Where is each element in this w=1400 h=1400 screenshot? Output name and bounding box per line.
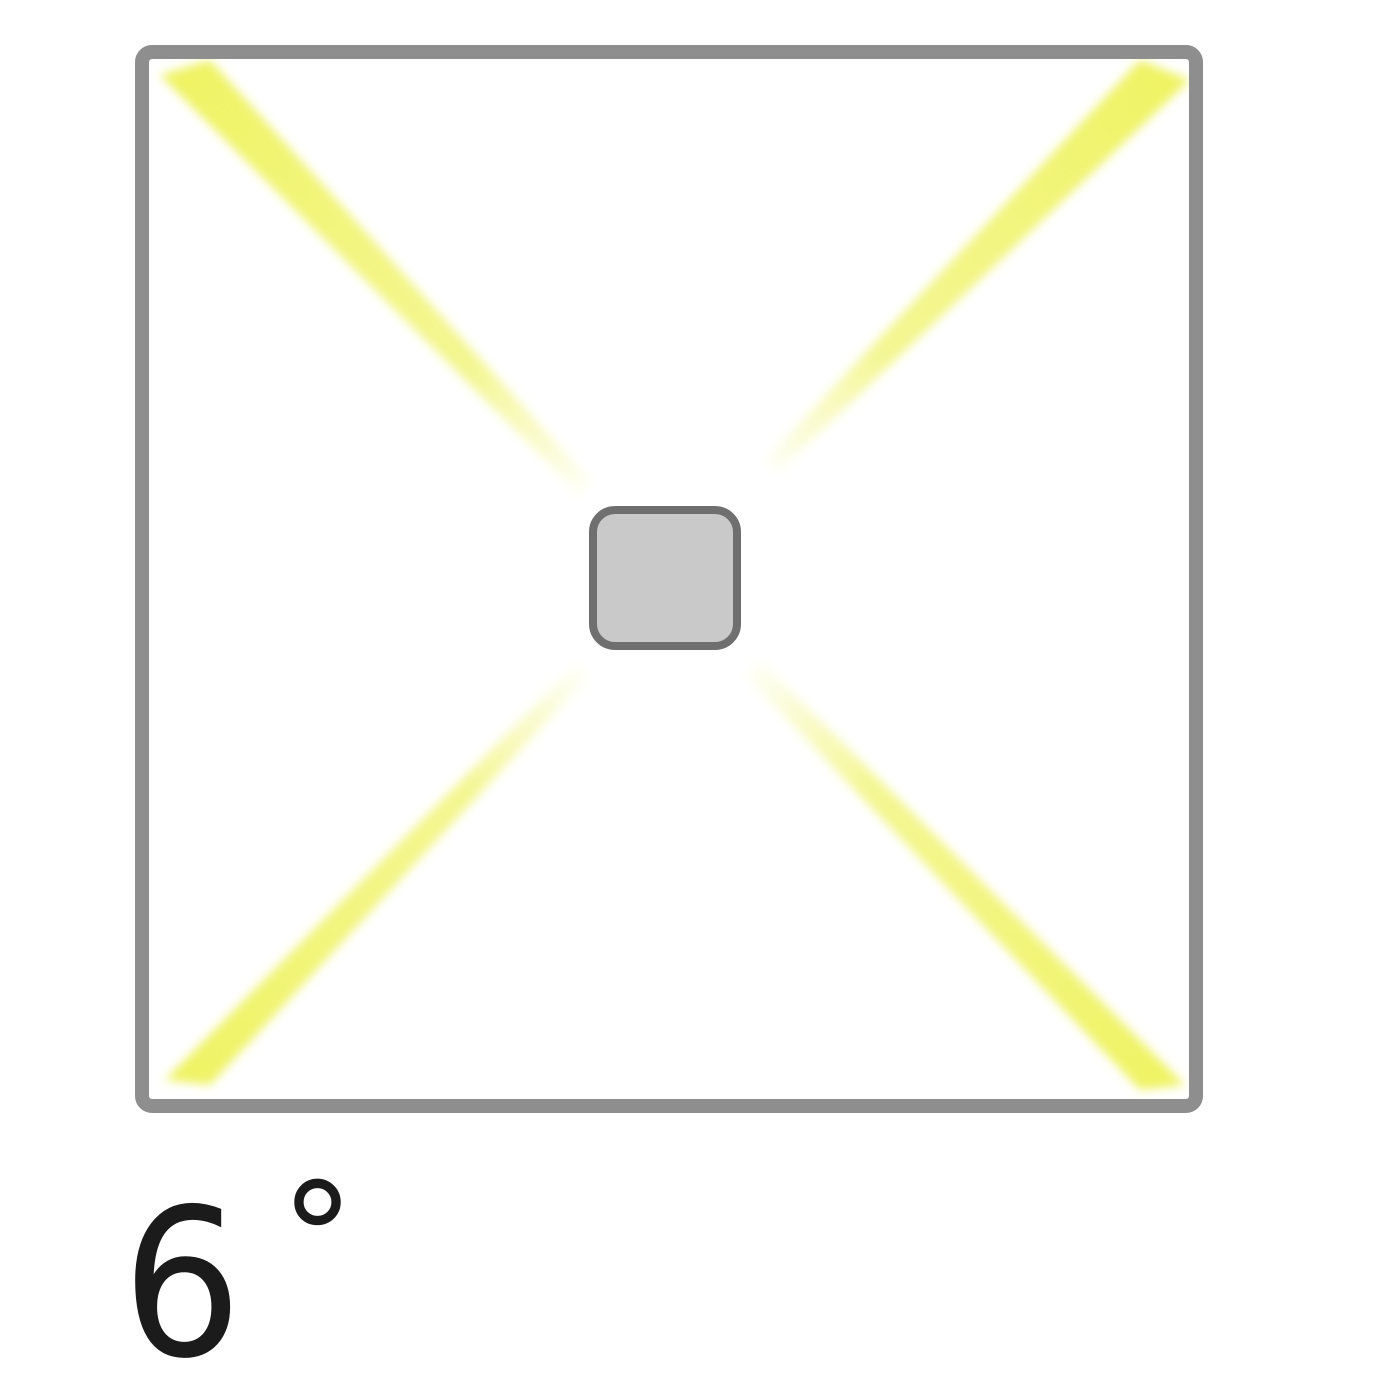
beam-bottom-left (165, 665, 590, 1085)
room-frame (135, 45, 1203, 1113)
degree-symbol: ° (280, 1152, 355, 1326)
luminaire-square (589, 506, 741, 650)
beam-top-right (765, 60, 1190, 470)
beam-angle-value: 6 (122, 1166, 243, 1400)
beam-top-left (160, 60, 590, 495)
beam-bottom-right (745, 660, 1185, 1090)
beam-angle-label: 6° (122, 1164, 355, 1400)
